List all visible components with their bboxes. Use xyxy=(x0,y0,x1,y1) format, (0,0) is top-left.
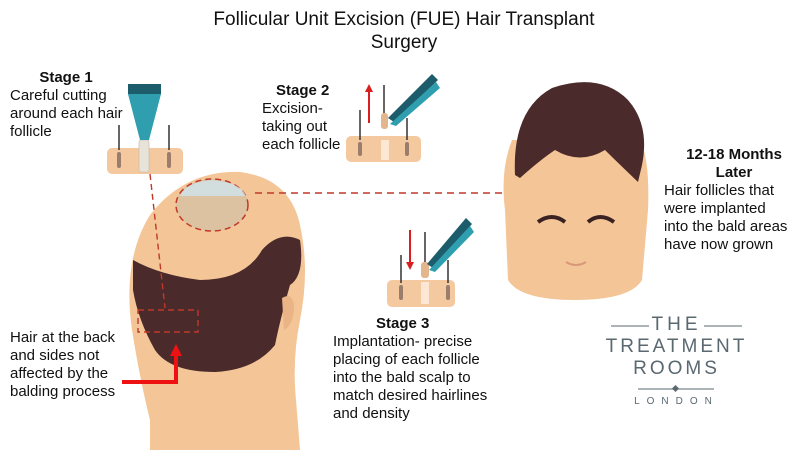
donor-line-2: and sides not xyxy=(10,347,100,364)
logo-decorations xyxy=(611,325,742,393)
logo-line-treatment: TREATMENT xyxy=(605,336,748,357)
result-line-1: Hair follicles that xyxy=(664,182,775,199)
stage2-label: Stage 2 Excision- taking out each follic… xyxy=(262,82,352,154)
result-line-2: were implanted xyxy=(664,200,766,217)
stage3-line-5: and density xyxy=(333,405,410,422)
stage3-line-4: match desired hairlines xyxy=(333,387,488,404)
logo-line-rooms: ROOMS xyxy=(633,358,720,379)
donor-line-4: balding process xyxy=(10,383,116,400)
treatment-rooms-logo: THE TREATMENT ROOMS LONDON xyxy=(600,314,753,408)
stage3-illustration xyxy=(387,218,474,307)
stage1-heading: Stage 1 xyxy=(39,69,93,86)
title-line-2: Surgery xyxy=(370,32,438,53)
stage2-line-3: each follicle xyxy=(262,136,341,153)
stage3-line-3: into the bald scalp to xyxy=(333,369,471,386)
result-line-3: into the bald areas xyxy=(664,218,788,235)
donor-area-note: Hair at the back and sides not affected … xyxy=(10,329,135,401)
logo-line-the: THE xyxy=(651,314,702,335)
logo-line-london: LONDON xyxy=(634,396,719,407)
result-heading-2: Later xyxy=(715,164,753,181)
grown-hair-head-illustration xyxy=(503,82,649,300)
result-line-4: have now grown xyxy=(664,236,774,253)
stage1-line-1: Careful cutting xyxy=(10,87,107,104)
stage3-line-1: Implantation- precise xyxy=(333,333,473,350)
stage2-line-1: Excision- xyxy=(262,100,323,117)
donor-line-3: affected by the xyxy=(10,365,109,382)
stage3-line-2: placing of each follicle xyxy=(333,351,480,368)
stage3-heading: Stage 3 xyxy=(376,315,430,332)
stage3-label: Stage 3 Implantation- precise placing of… xyxy=(333,315,513,423)
stage2-heading: Stage 2 xyxy=(276,82,330,99)
stage1-line-2: around each hair xyxy=(10,105,123,122)
result-heading-1: 12-18 Months xyxy=(686,146,782,163)
balding-head-illustration xyxy=(122,171,515,450)
stage2-line-2: taking out xyxy=(262,118,328,135)
diagram-title: Follicular Unit Excision (FUE) Hair Tran… xyxy=(0,8,808,54)
result-label: 12-18 Months Later Hair follicles that w… xyxy=(664,146,808,254)
donor-line-1: Hair at the back xyxy=(10,329,116,346)
stage2-illustration xyxy=(346,74,440,162)
title-line-1: Follicular Unit Excision (FUE) Hair Tran… xyxy=(213,9,595,30)
stage1-illustration xyxy=(107,84,183,174)
stage1-label: Stage 1 Careful cutting around each hair… xyxy=(10,69,130,141)
stage1-line-3: follicle xyxy=(10,123,52,140)
